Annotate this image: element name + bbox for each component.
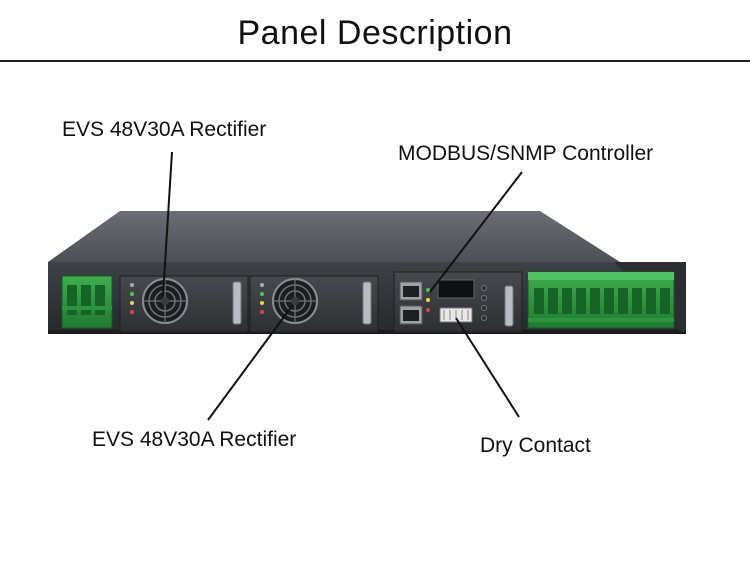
rectifier-module-1 bbox=[119, 275, 249, 333]
leader-rectifier-bottom bbox=[207, 305, 293, 421]
leader-dry-contact bbox=[455, 317, 520, 418]
page-title: Panel Description bbox=[237, 14, 513, 52]
label-controller: MODBUS/SNMP Controller bbox=[398, 142, 654, 165]
leader-controller bbox=[429, 171, 523, 293]
title-divider bbox=[0, 60, 750, 62]
label-rectifier-top: EVS 48V30A Rectifier bbox=[62, 118, 267, 141]
label-dry-contact: Dry Contact bbox=[480, 434, 591, 457]
leader-rectifier-top bbox=[162, 151, 173, 297]
right-output-terminal-block bbox=[527, 271, 675, 329]
label-rectifier-bottom: EVS 48V30A Rectifier bbox=[92, 428, 297, 451]
rectifier-module-2 bbox=[249, 275, 379, 333]
left-dc-terminal bbox=[61, 275, 113, 329]
chassis-top bbox=[48, 211, 620, 262]
